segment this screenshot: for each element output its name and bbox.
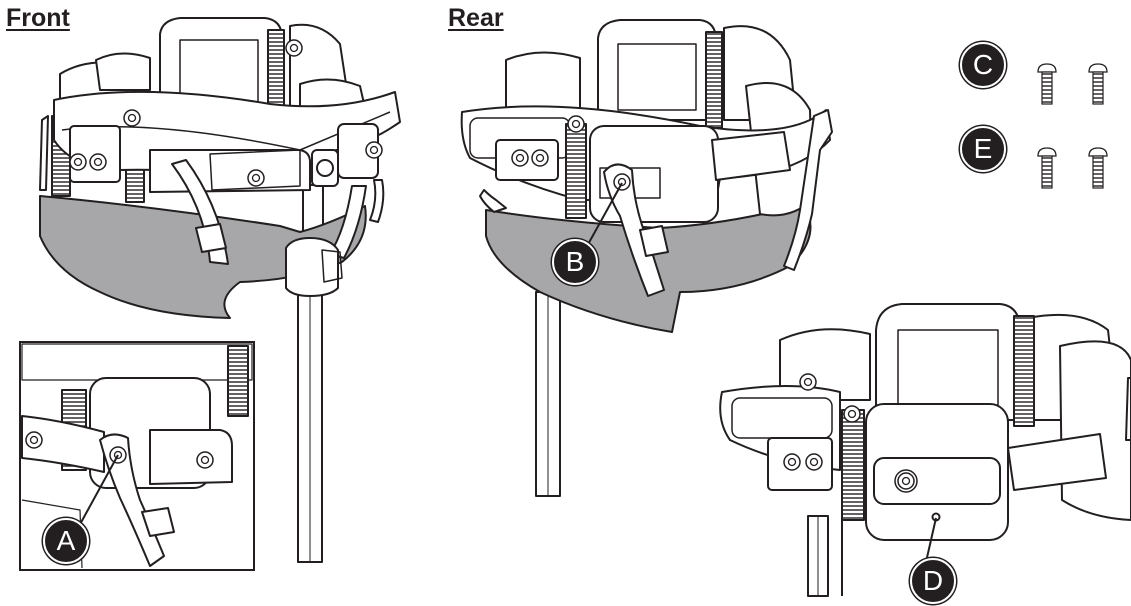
closeup-view-drawing [719, 303, 1131, 597]
callout-d: D [910, 558, 956, 604]
rear-view-drawing [460, 19, 833, 497]
callout-c: C [960, 42, 1006, 88]
leader-line-d [925, 517, 937, 563]
callout-b: B [552, 239, 598, 285]
front-view-drawing [39, 17, 401, 563]
callout-e: E [960, 126, 1006, 172]
front-heading: Front [6, 4, 70, 32]
screws-c-drawing [1037, 63, 1108, 105]
leader-line-a [77, 454, 119, 529]
screws-e-drawing [1037, 147, 1108, 189]
callout-a: A [43, 518, 89, 564]
leader-line-b [585, 182, 623, 249]
rear-heading: Rear [448, 4, 504, 32]
detail-inset-drawing [21, 343, 253, 569]
